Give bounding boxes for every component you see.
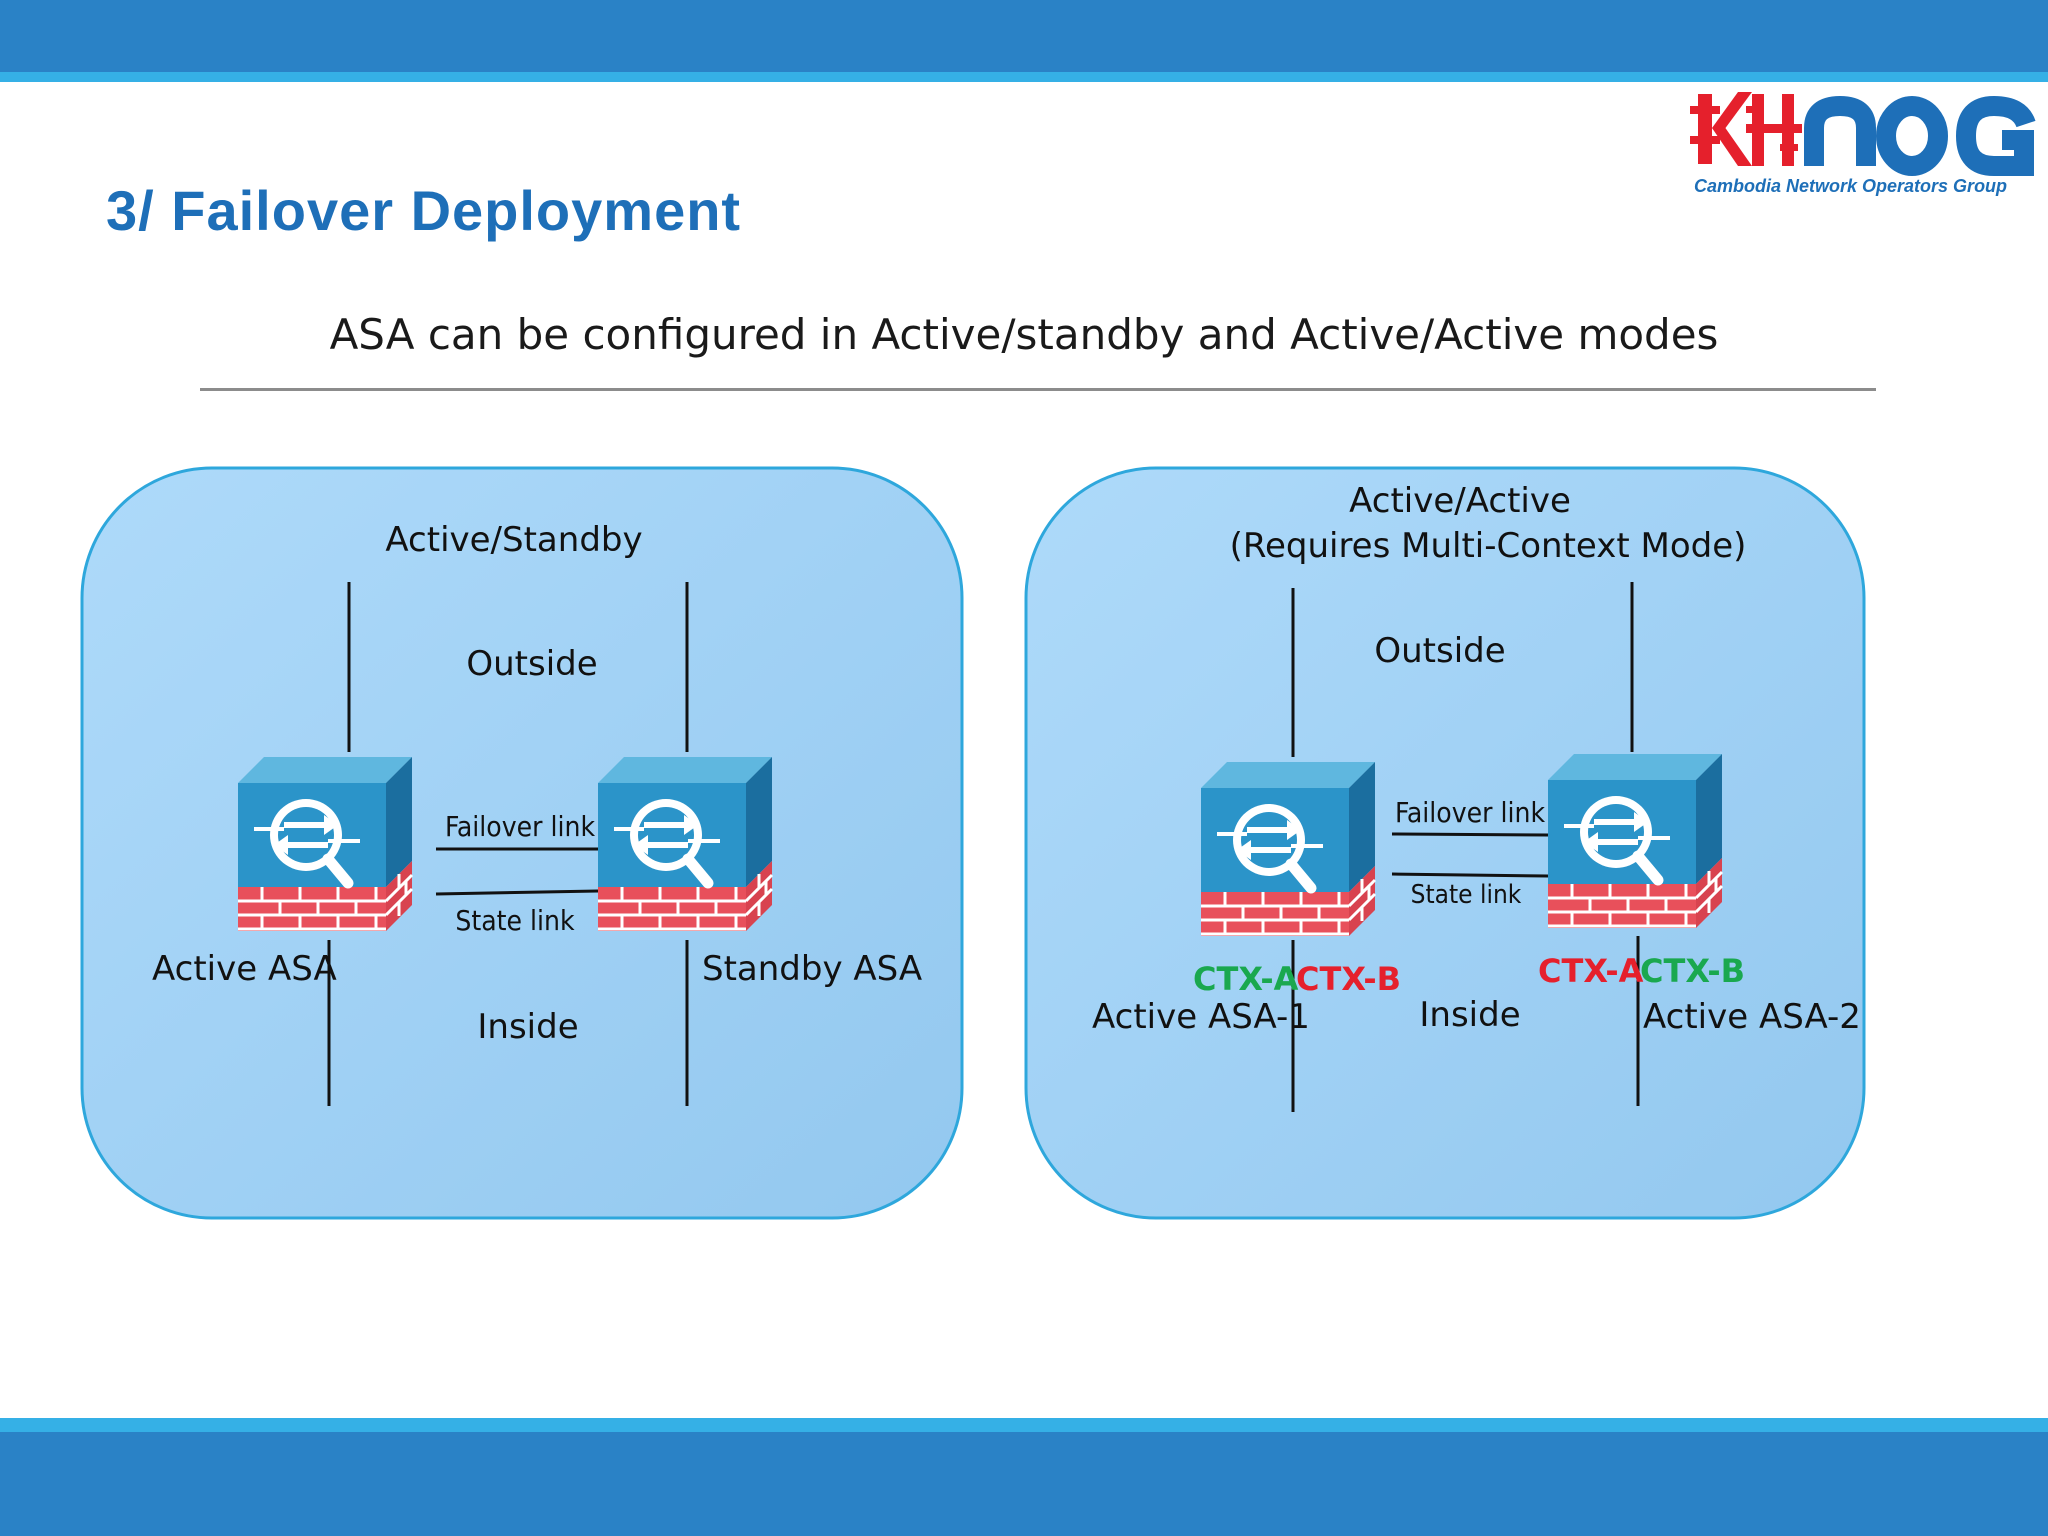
khnog-logo (1690, 92, 2036, 176)
state-link-right (1391, 872, 1549, 878)
active-active-title: Active/Active (1349, 481, 1571, 521)
failover-link-right (1391, 832, 1549, 837)
state-link-left (435, 889, 599, 896)
slide-title: 3/ Failover Deployment (106, 179, 742, 242)
active-standby-title: Active/Standby (385, 520, 642, 560)
state-link-label-left: State link (455, 904, 575, 937)
title-divider (200, 388, 1876, 391)
asa1-context-b: CTX-B (1296, 960, 1401, 998)
outside-label-left: Outside (466, 644, 597, 684)
outside-label-right: Outside (1374, 631, 1505, 671)
header-stripe (0, 72, 2048, 82)
active-asa-label: Active ASA (152, 949, 337, 989)
footer-stripe (0, 1418, 2048, 1432)
standby-asa-label: Standby ASA (702, 949, 922, 989)
asa2-context-b: CTX-B (1640, 952, 1745, 990)
asa1-context-a: CTX-A (1193, 960, 1299, 998)
active-asa-1-label: Active ASA-1 (1092, 997, 1310, 1037)
active-active-subtitle: (Requires Multi-Context Mode) (1230, 526, 1747, 566)
active-asa-2-label: Active ASA-2 (1643, 997, 1861, 1037)
header-band (0, 0, 2048, 72)
asa2-context-a: CTX-A (1538, 952, 1644, 990)
active-asa-2-icon (1548, 754, 1722, 928)
standby-asa-icon (598, 757, 772, 931)
failover-link-label-right: Failover link (1395, 796, 1545, 829)
inside-label-left: Inside (477, 1007, 578, 1047)
logo-tagline: Cambodia Network Operators Group (1694, 176, 2008, 196)
active-active-panel: Active/Active (Requires Multi-Context Mo… (1024, 466, 1866, 1220)
active-standby-panel: Active/Standby Outside Inside Failover l… (80, 466, 964, 1220)
state-link-label-right: State link (1411, 880, 1522, 910)
failover-link-label-left: Failover link (445, 810, 595, 843)
inside-label-right: Inside (1419, 995, 1520, 1035)
slide-subtitle: ASA can be configured in Active/standby … (329, 310, 1719, 359)
active-asa-icon (238, 757, 412, 931)
footer-band (0, 1432, 2048, 1536)
active-asa-1-icon (1201, 762, 1375, 936)
